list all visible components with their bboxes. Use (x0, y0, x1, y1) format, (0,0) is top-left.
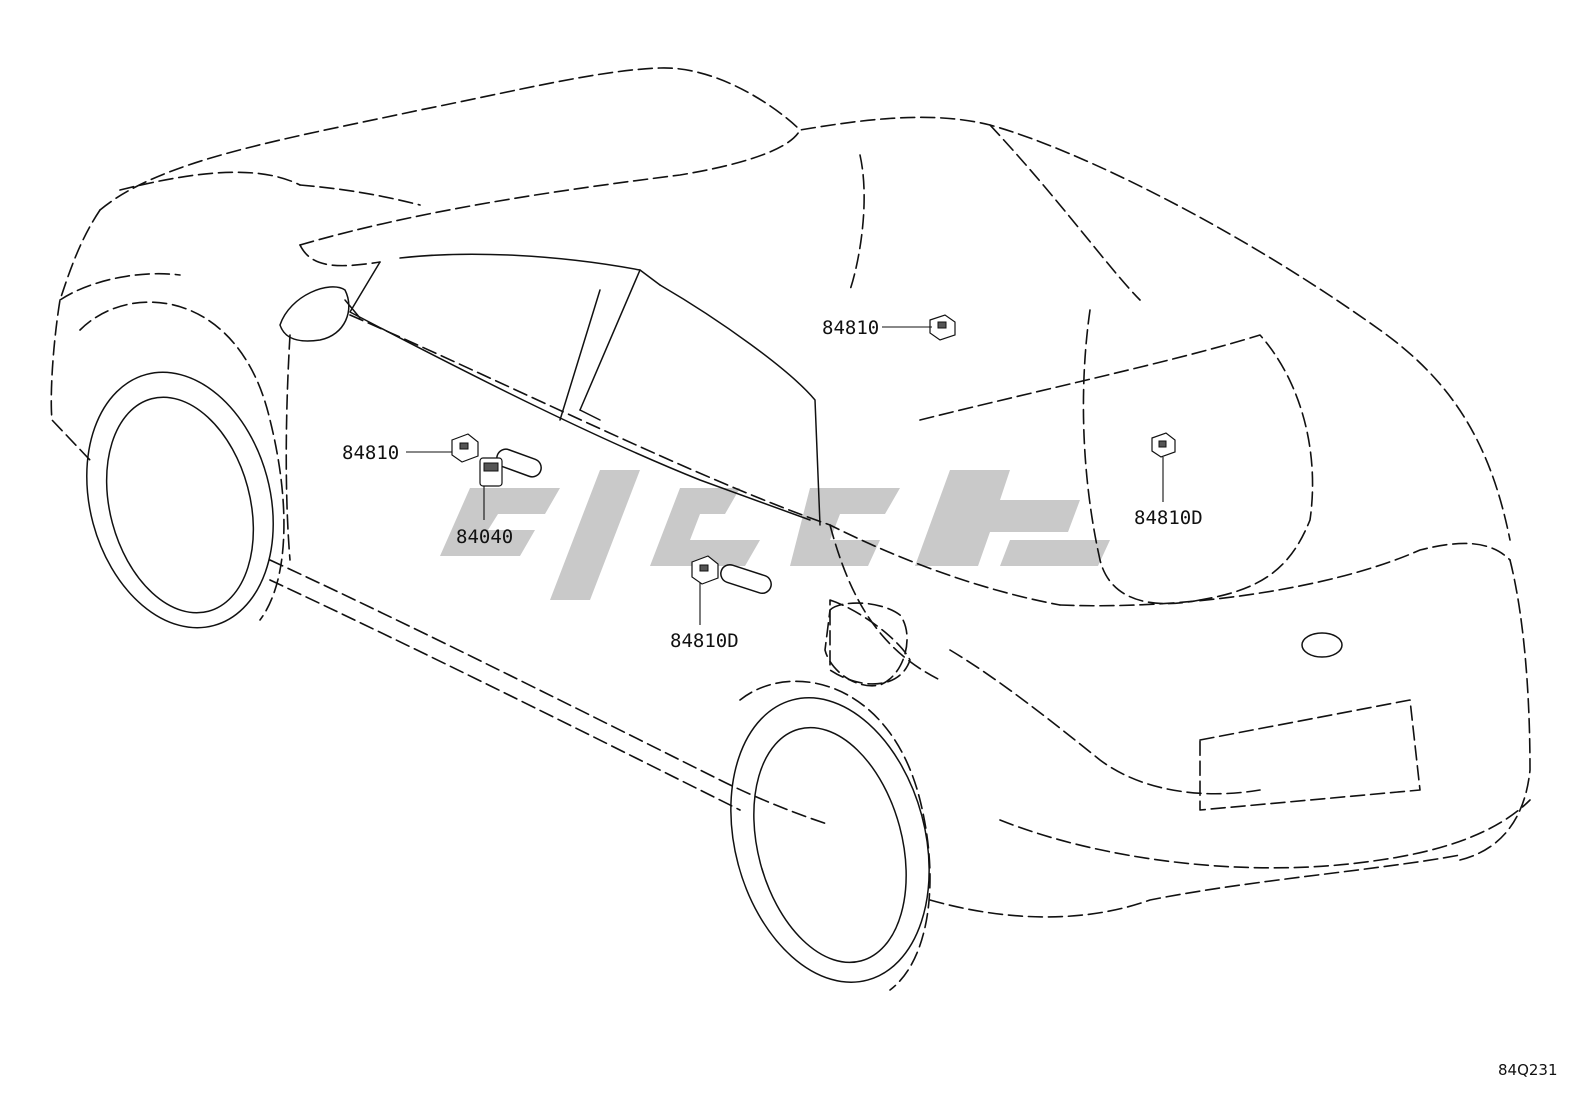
callout-84810-roof: 84810 (822, 317, 879, 339)
switch-part-rear-door (691, 555, 719, 585)
watermark-logo (440, 470, 1110, 600)
fuel-door (824, 602, 908, 687)
diagram-code: 84Q231 (1498, 1061, 1558, 1079)
leader-lines (406, 326, 1164, 625)
side-windows (349, 253, 821, 526)
control-module-part (479, 457, 503, 487)
callout-84040: 84040 (456, 526, 513, 548)
switch-part-front-door (451, 433, 479, 463)
rear-wheel (730, 680, 931, 991)
rear-emblem (1301, 632, 1343, 658)
callout-84810D-rear: 84810D (1134, 507, 1203, 529)
side-mirror (279, 286, 361, 342)
door-handle-front (496, 448, 542, 478)
callout-84810D-rear-door: 84810D (670, 630, 739, 652)
callout-84810-front-door: 84810 (342, 442, 399, 464)
front-wheel (79, 301, 285, 629)
car-body (50, 67, 1531, 918)
switch-part-roof (929, 314, 956, 341)
switch-part-rear (1151, 432, 1176, 458)
door-handle-rear (720, 563, 772, 595)
